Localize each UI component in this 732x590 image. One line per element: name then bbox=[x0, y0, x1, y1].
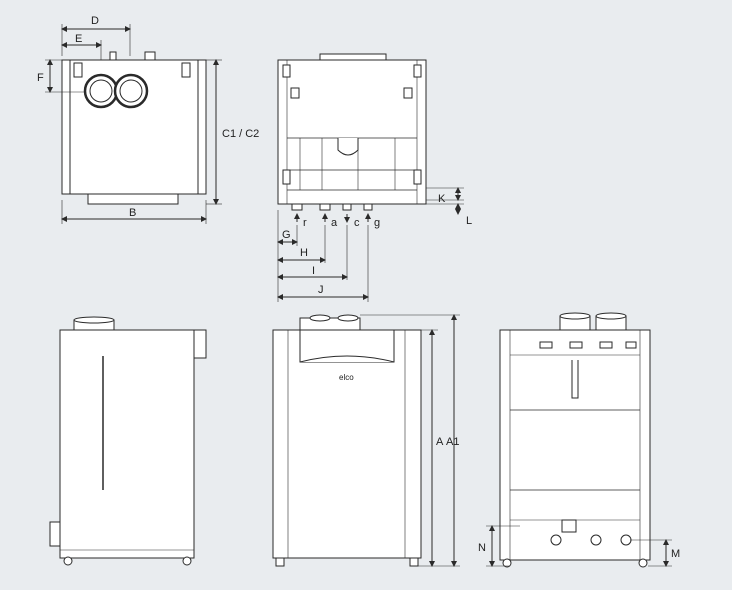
dim-label-K: K bbox=[438, 193, 446, 205]
dim-label-D: D bbox=[91, 15, 99, 27]
dim-label-J: J bbox=[318, 284, 324, 296]
dim-label-L: L bbox=[466, 215, 472, 227]
dim-label-G: G bbox=[282, 229, 291, 241]
dim-label-A1: A1 bbox=[446, 436, 459, 448]
front-view bbox=[272, 314, 460, 567]
wheel-icon bbox=[182, 556, 192, 566]
wheel-icon bbox=[502, 558, 512, 568]
connection-c-icon bbox=[342, 203, 352, 211]
dim-label-C: C1 / C2 bbox=[222, 128, 259, 140]
connection-g-icon bbox=[363, 203, 373, 211]
connection-label-a: a bbox=[331, 217, 338, 229]
wheel-icon bbox=[63, 556, 73, 566]
dim-label-A: A bbox=[436, 436, 444, 448]
side-view bbox=[49, 316, 207, 566]
dim-label-M: M bbox=[671, 548, 680, 560]
connection-label-c: c bbox=[354, 217, 360, 229]
dim-label-N: N bbox=[478, 542, 486, 554]
connection-r-icon bbox=[291, 203, 303, 211]
dim-label-B: B bbox=[129, 207, 136, 219]
connection-label-g: g bbox=[374, 217, 380, 229]
bottom-view-casing bbox=[277, 59, 427, 205]
pipe-connection-icon bbox=[550, 534, 562, 546]
dim-label-E: E bbox=[75, 33, 82, 45]
brand-logo: elco bbox=[339, 373, 354, 382]
wheel-icon bbox=[638, 558, 648, 568]
top-view bbox=[45, 24, 222, 224]
bottom-view bbox=[277, 53, 464, 302]
front-view-casing bbox=[272, 329, 422, 559]
dim-label-F: F bbox=[37, 72, 44, 84]
connection-label-r: r bbox=[303, 217, 307, 229]
pipe-connection-icon bbox=[620, 534, 632, 546]
rear-view bbox=[486, 312, 672, 568]
dim-label-H: H bbox=[300, 247, 308, 259]
side-view-casing bbox=[59, 329, 195, 559]
connection-a-icon bbox=[319, 203, 331, 211]
dim-label-I: I bbox=[312, 265, 315, 277]
pipe-connection-icon bbox=[590, 534, 602, 546]
